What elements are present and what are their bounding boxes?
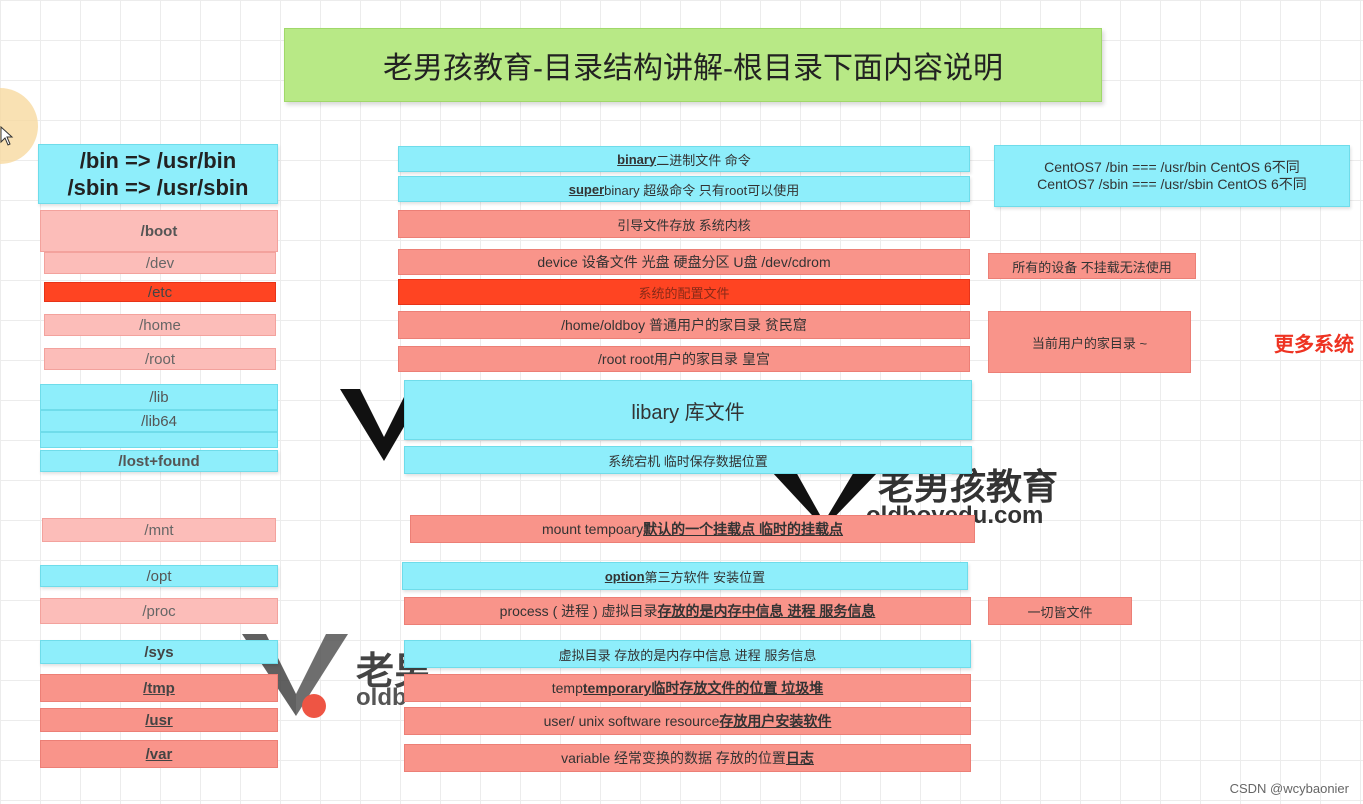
oldboy-logo-watermark	[772, 472, 878, 528]
left-tmp-label: /tmp	[143, 679, 175, 697]
left-lost-found[interactable]: /lost+found	[40, 450, 278, 472]
mid-boot[interactable]: 引导文件存放 系统内核	[398, 210, 970, 238]
mid-opt[interactable]: option 第三方软件 安装位置	[402, 562, 968, 590]
page-title: 老男孩教育-目录结构讲解-根目录下面内容说明	[284, 28, 1102, 102]
mid-root[interactable]: /root root用户的家目录 皇宫	[398, 346, 970, 372]
left-var-label: /var	[145, 745, 173, 763]
mid-var-plain: variable 经常变换的数据 存放的位置	[561, 750, 786, 766]
right-proc-note[interactable]: 一切皆文件	[988, 597, 1132, 625]
mid-super-desc: binary 超级命令 只有root可以使用	[604, 182, 800, 198]
mid-proc-bold: 存放的是内存中信息 进程 服务信息	[657, 603, 876, 619]
mid-sys[interactable]: 虚拟目录 存放的是内存中信息 进程 服务信息	[404, 640, 971, 668]
right-centos-line2: CentOS7 /sbin === /usr/sbin CentOS 6不同	[1037, 176, 1307, 192]
left-bin-sbin[interactable]: /bin => /usr/bin /sbin => /usr/sbin	[38, 144, 278, 204]
left-lib[interactable]: /lib	[40, 384, 278, 410]
mid-tmp-bold: 临时存放文件的位置 垃圾堆	[651, 680, 824, 696]
watermark-domain-partial: oldb	[356, 684, 407, 711]
mid-home[interactable]: /home/oldboy 普通用户的家目录 贫民窟	[398, 311, 970, 339]
mid-tmp-plain: temp	[551, 680, 583, 696]
mid-var-bold: 日志	[785, 750, 814, 766]
mid-lost-found[interactable]: 系统宕机 临时保存数据位置	[404, 446, 972, 474]
left-home[interactable]: /home	[44, 314, 276, 336]
side-red-text: 更多系统	[1274, 334, 1354, 356]
left-usr-label: /usr	[145, 711, 173, 729]
mid-opt-keyword: option	[604, 568, 645, 584]
left-etc[interactable]: /etc	[44, 282, 276, 302]
right-centos-line1: CentOS7 /bin === /usr/bin CentOS 6不同	[1044, 158, 1300, 175]
mid-mnt-bold: 默认的一个挂载点 临时的挂载点	[643, 521, 844, 537]
left-opt[interactable]: /opt	[40, 565, 278, 587]
left-lib64[interactable]: /lib64	[40, 410, 278, 432]
left-dev[interactable]: /dev	[44, 252, 276, 274]
mid-usr[interactable]: user/ unix software resource 存放用户安装软件	[404, 707, 971, 735]
mid-tmp-keyword: temporary	[582, 680, 652, 696]
mid-binary-desc: 二进制文件 命令	[656, 152, 751, 168]
mid-binary[interactable]: binary 二进制文件 命令	[398, 146, 970, 172]
left-sys[interactable]: /sys	[40, 640, 278, 664]
mid-mnt-plain: mount tempoary	[541, 521, 644, 537]
right-home-note[interactable]: 当前用户的家目录 ~	[988, 311, 1191, 373]
left-root[interactable]: /root	[44, 348, 276, 370]
mid-usr-plain: user/ unix software resource	[543, 713, 720, 729]
left-sbin-line: /sbin => /usr/sbin	[67, 175, 249, 200]
mid-var[interactable]: variable 经常变换的数据 存放的位置 日志	[404, 744, 971, 772]
mid-tmp[interactable]: temp temporary 临时存放文件的位置 垃圾堆	[404, 674, 971, 702]
mid-super[interactable]: super binary 超级命令 只有root可以使用	[398, 176, 970, 202]
left-var[interactable]: /var	[40, 740, 278, 768]
left-mnt[interactable]: /mnt	[42, 518, 276, 542]
mid-lib[interactable]: libary 库文件	[404, 380, 972, 440]
right-dev-note[interactable]: 所有的设备 不挂载无法使用	[988, 253, 1196, 279]
mid-binary-keyword: binary	[617, 151, 657, 167]
left-proc[interactable]: /proc	[40, 598, 278, 624]
left-usr[interactable]: /usr	[40, 708, 278, 732]
right-centos-note[interactable]: CentOS7 /bin === /usr/bin CentOS 6不同 Cen…	[994, 145, 1350, 207]
mid-usr-bold: 存放用户安装软件	[719, 713, 832, 729]
mid-mnt[interactable]: mount tempoary 默认的一个挂载点 临时的挂载点	[410, 515, 975, 543]
mid-etc[interactable]: 系统的配置文件	[398, 279, 970, 305]
csdn-watermark: CSDN @wcybaonier	[1229, 781, 1349, 796]
mid-proc[interactable]: process ( 进程 ) 虚拟目录 存放的是内存中信息 进程 服务信息	[404, 597, 971, 625]
mid-proc-plain: process ( 进程 ) 虚拟目录	[499, 603, 658, 619]
mid-dev[interactable]: device 设备文件 光盘 硬盘分区 U盘 /dev/cdrom	[398, 249, 970, 275]
cursor-arrow-icon	[0, 126, 14, 146]
left-bin-line: /bin => /usr/bin	[79, 147, 237, 173]
mid-super-keyword: super	[568, 181, 605, 197]
left-boot[interactable]: /boot	[40, 210, 278, 252]
mid-opt-desc: 第三方软件 安装位置	[644, 569, 766, 585]
left-tmp[interactable]: /tmp	[40, 674, 278, 702]
left-lib-spacer	[40, 432, 278, 448]
